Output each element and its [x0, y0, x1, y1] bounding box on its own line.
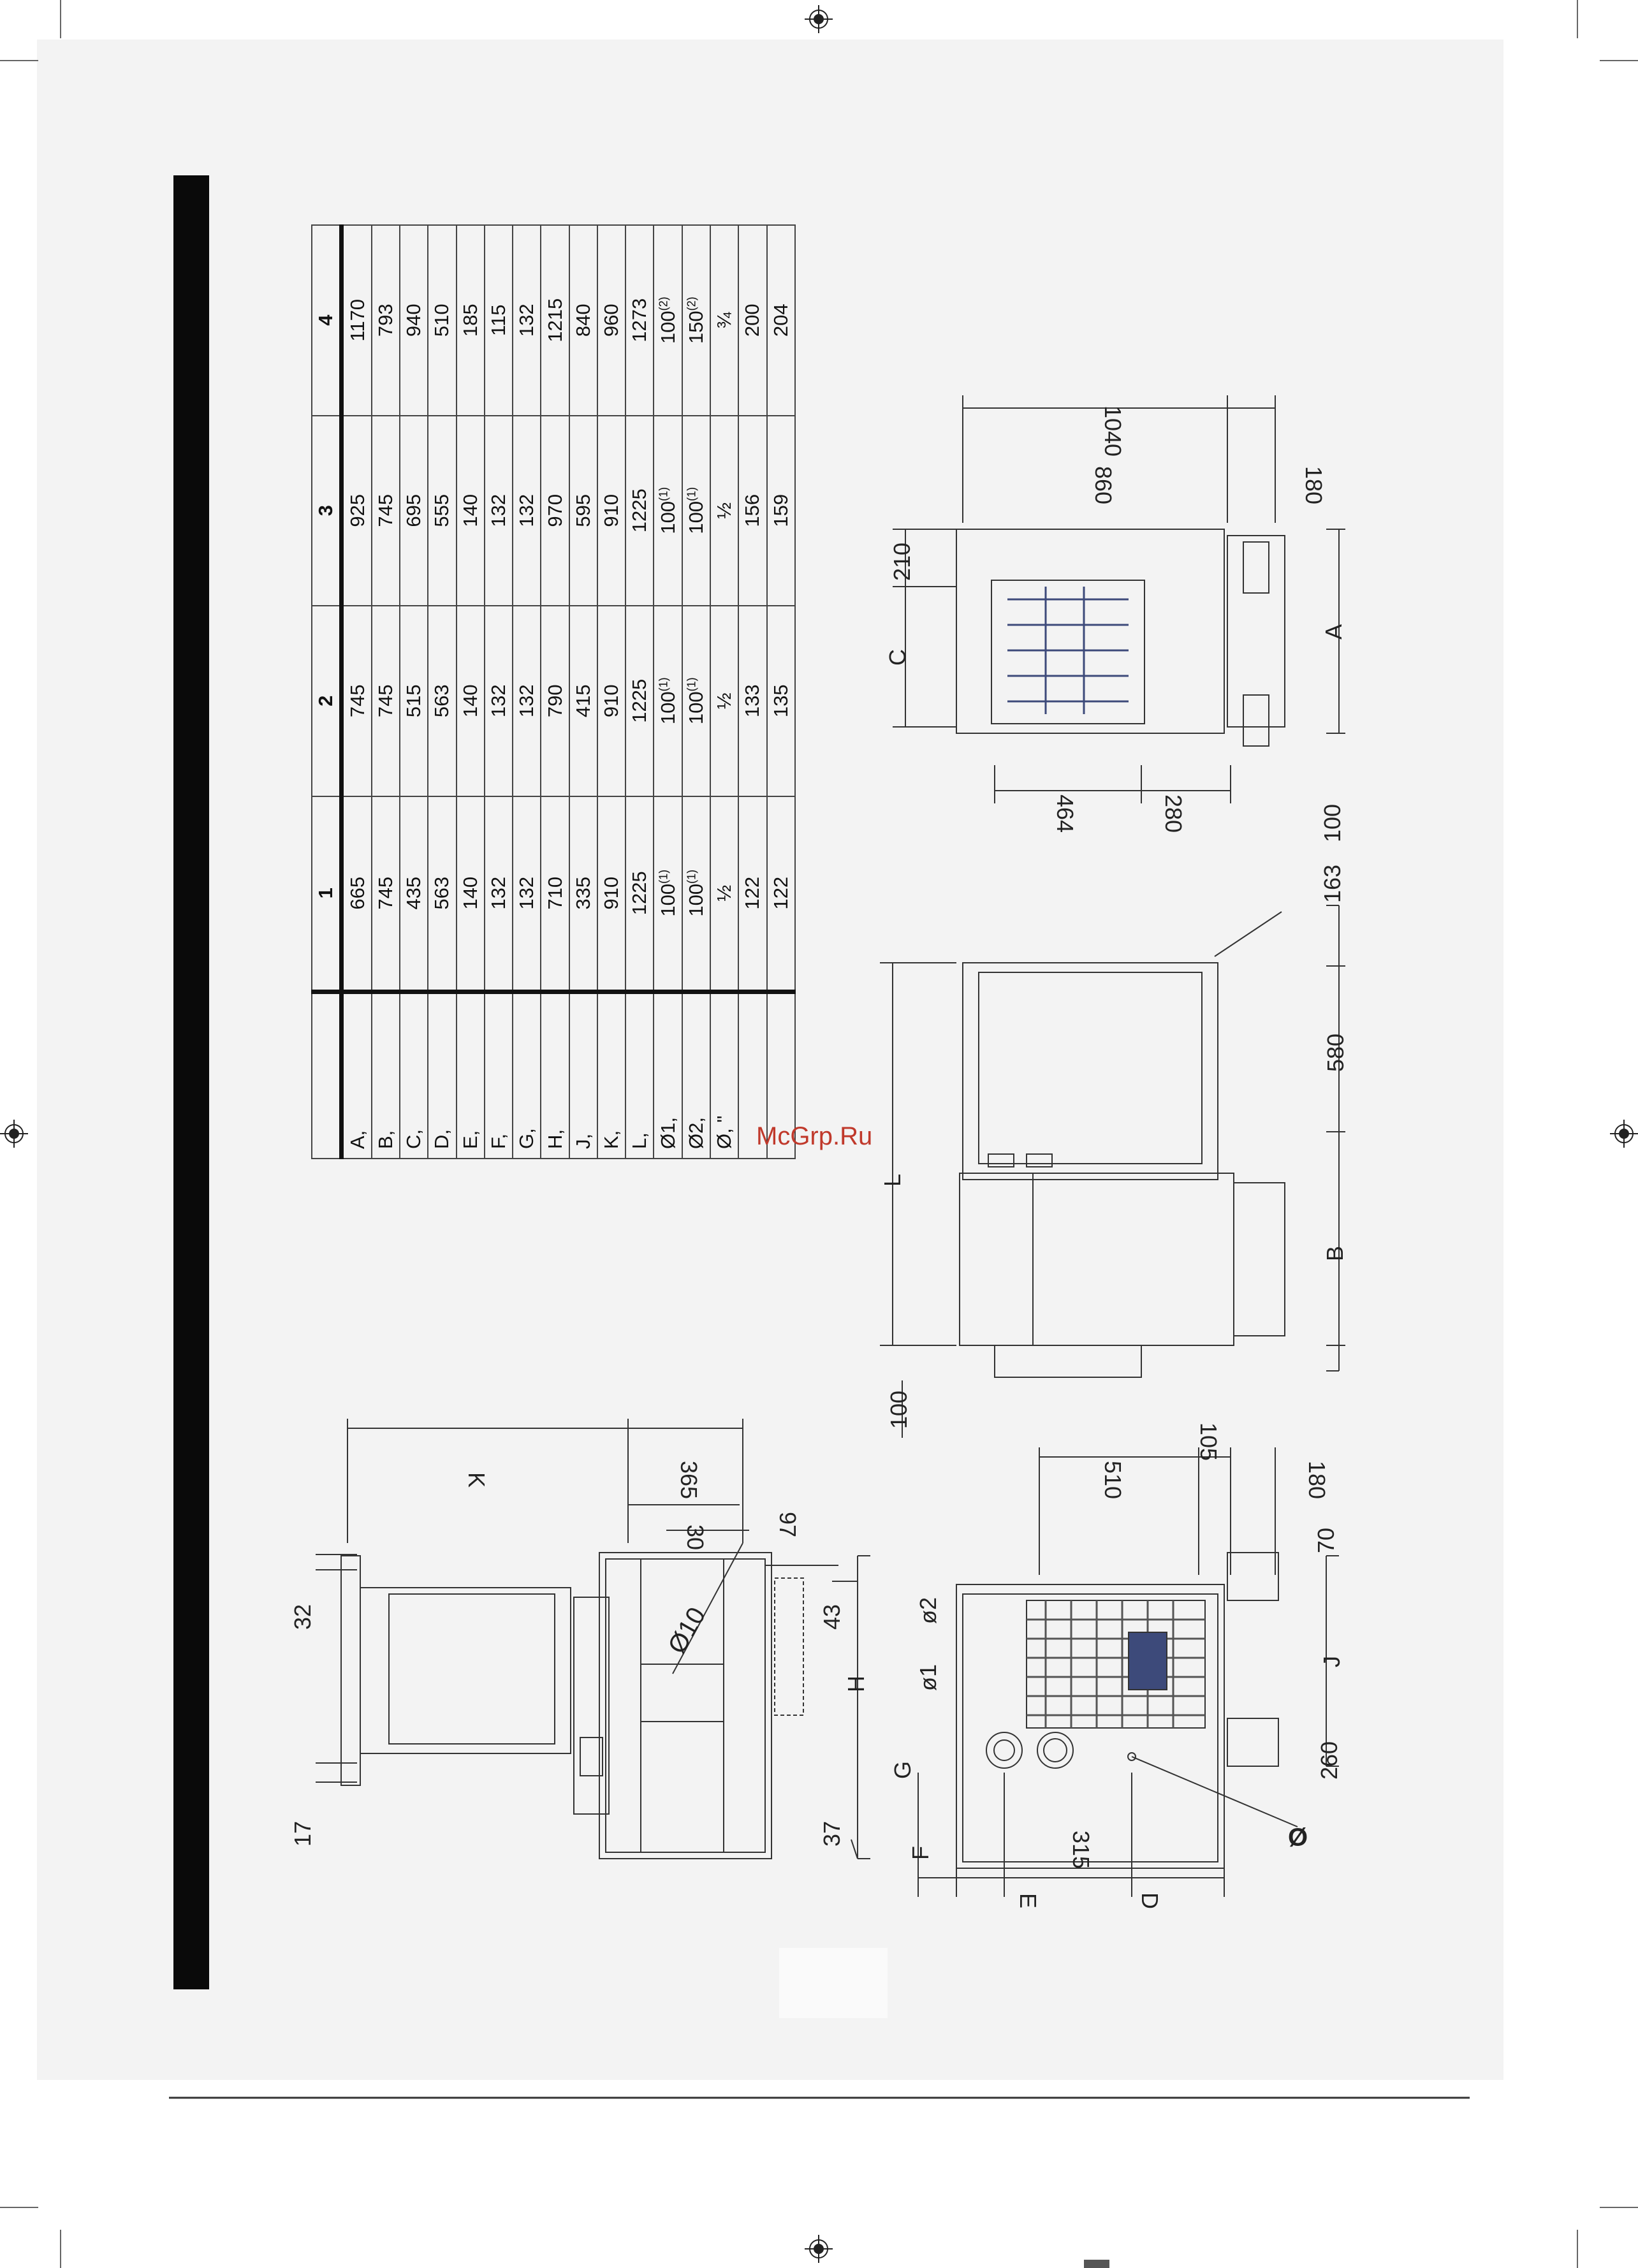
dim-C: C [884, 649, 910, 666]
dim-E: E [1015, 1892, 1042, 1909]
black-side-bar [173, 175, 209, 1989]
dim-D: D [1137, 1892, 1163, 1909]
dim-365: 365 [676, 1460, 703, 1500]
dim-210: 210 [889, 542, 916, 582]
dim-163: 163 [1319, 864, 1346, 904]
dim-H: H [843, 1676, 869, 1692]
dim-F: F [907, 1846, 933, 1860]
front-view-bottom [918, 1447, 1339, 1897]
dim-32: 32 [289, 1604, 316, 1630]
page-number-box [779, 1948, 888, 2018]
dim-580: 580 [1322, 1033, 1349, 1072]
dim-B: B [1322, 1245, 1349, 1262]
dim-100a: 100 [886, 1390, 912, 1430]
page-sheet [37, 40, 1503, 2080]
dim-280: 280 [1160, 794, 1187, 833]
dim-J: J [1319, 1656, 1345, 1667]
dim-510: 510 [1100, 1460, 1127, 1500]
registration-mark-top [805, 5, 833, 33]
dim-105: 105 [1196, 1422, 1222, 1461]
dim-1040: 1040 [1100, 405, 1127, 457]
dim-phi1: ø1 [915, 1664, 942, 1692]
side-view-middle [880, 905, 1345, 1438]
watermark: McGrp.Ru [756, 1122, 873, 1150]
dim-464: 464 [1052, 794, 1079, 833]
dim-315: 315 [1068, 1830, 1095, 1869]
dim-180b: 180 [1301, 465, 1327, 505]
dim-70: 70 [1313, 1527, 1340, 1554]
dim-260: 260 [1316, 1741, 1343, 1780]
dim-37: 37 [819, 1820, 845, 1847]
dim-100b: 100 [1319, 803, 1346, 843]
dim-43: 43 [819, 1604, 845, 1630]
dim-97: 97 [775, 1511, 801, 1538]
dim-phi: Ø [1288, 1824, 1308, 1852]
dim-A: A [1320, 624, 1347, 640]
dim-30: 30 [682, 1524, 709, 1551]
dim-L: L [879, 1173, 906, 1187]
dim-17: 17 [289, 1820, 316, 1847]
dim-860: 860 [1090, 465, 1117, 505]
top-view-right [893, 395, 1345, 803]
dim-phi2: ø2 [915, 1597, 942, 1625]
dim-K: K [464, 1472, 490, 1488]
dim-180a: 180 [1304, 1460, 1331, 1500]
dim-G: G [889, 1760, 916, 1780]
side-view-top [316, 1419, 870, 1859]
